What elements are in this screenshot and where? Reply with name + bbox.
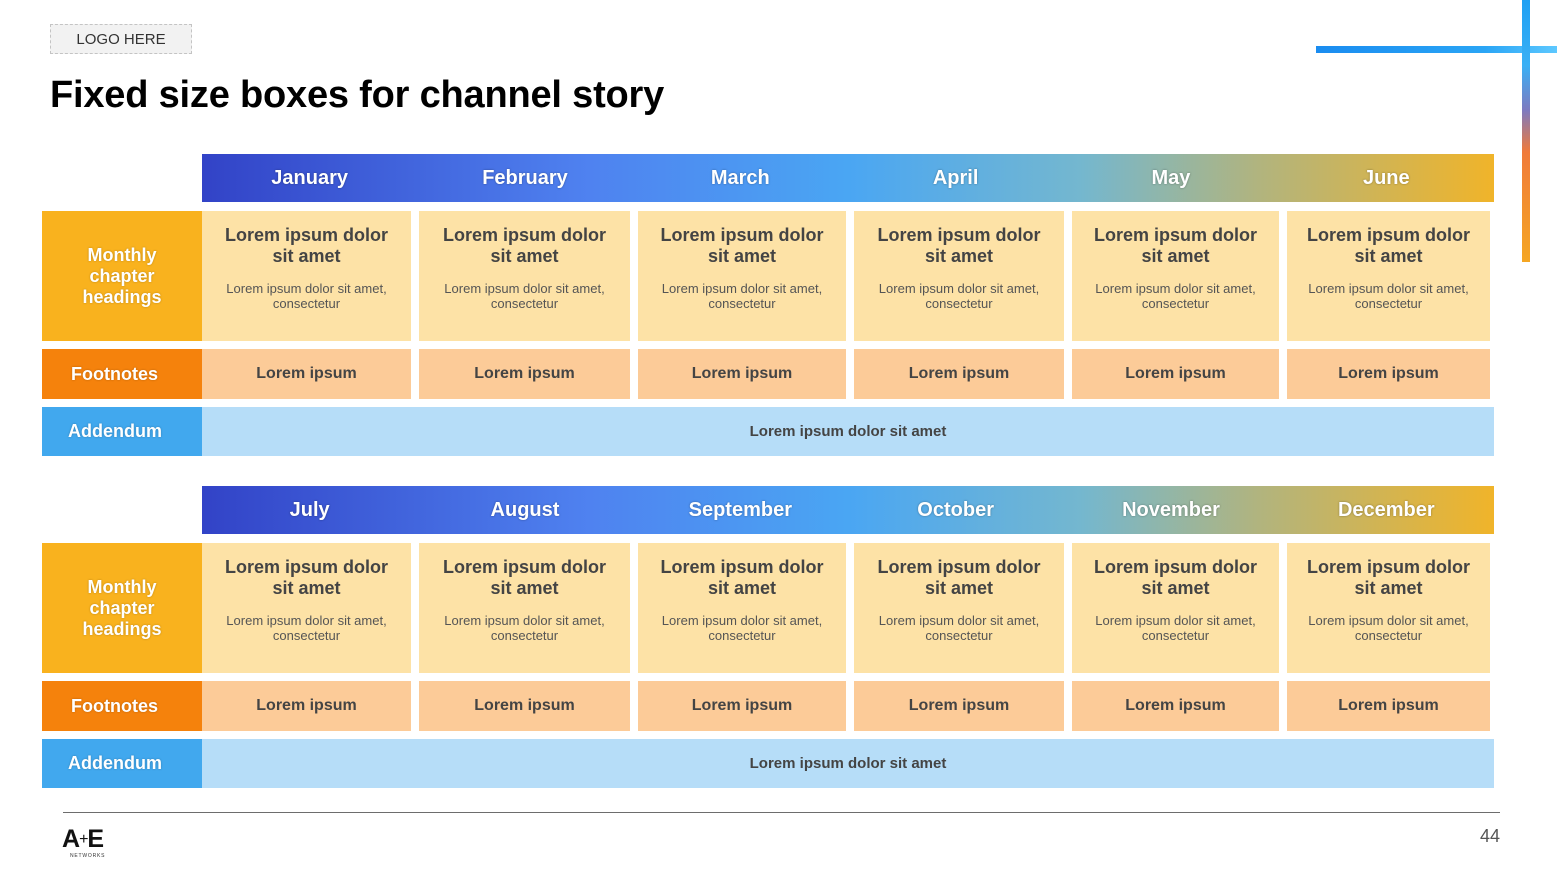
chapter-cell: Lorem ipsum dolor sit amet Lorem ipsum d… [1287,211,1490,341]
chapter-heading: Lorem ipsum dolor sit amet [1093,557,1257,598]
accent-line-vertical [1522,0,1530,262]
chapter-subtext: Lorem ipsum dolor sit amet, consectetur [226,613,387,643]
chapter-heading: Lorem ipsum dolor sit amet [442,557,606,598]
brand-mark-a: A [62,825,80,853]
chapter-heading: Lorem ipsum dolor sit amet [224,557,388,598]
month-label: December [1337,498,1435,521]
chapter-cell: Lorem ipsum dolor sit amet Lorem ipsum d… [202,211,411,341]
chapter-heading: Lorem ipsum dolor sit amet [1306,225,1470,266]
chapter-subtext: Lorem ipsum dolor sit amet, consectetur [444,613,605,643]
chapter-cell: Lorem ipsum dolor sit amet Lorem ipsum d… [638,211,846,341]
page-number: 44 [1479,826,1500,846]
chapter-subtext: Lorem ipsum dolor sit amet, consectetur [444,281,605,311]
chapter-heading: Lorem ipsum dolor sit amet [1306,557,1470,598]
footnote-cell: Lorem ipsum [1287,681,1490,731]
brand-mark: A+E [62,826,118,853]
month-label: April [932,166,979,189]
chapter-cell: Lorem ipsum dolor sit amet Lorem ipsum d… [419,211,630,341]
chapter-subtext: Lorem ipsum dolor sit amet, consectetur [1095,613,1256,643]
chapter-cell: Lorem ipsum dolor sit amet Lorem ipsum d… [202,543,411,673]
chapter-subtext: Lorem ipsum dolor sit amet, consectetur [1095,281,1256,311]
month-label: September [688,498,792,521]
row-label-footnotes: Footnotes [42,349,202,399]
footnote-cell: Lorem ipsum [202,681,411,731]
chapter-heading: Lorem ipsum dolor sit amet [442,225,606,266]
row-label-text: Monthly chapter headings [82,576,162,639]
footnote-cell: Lorem ipsum [419,681,630,731]
chapter-heading: Lorem ipsum dolor sit amet [877,225,1041,266]
row-label-addendum: Addendum [42,407,202,456]
accent-line-horizontal [1316,46,1557,53]
footnote-cell: Lorem ipsum [1287,349,1490,399]
addendum-bar: Lorem ipsum dolor sit amet [202,739,1494,788]
chapter-row: Lorem ipsum dolor sit amet Lorem ipsum d… [202,543,1494,673]
chapter-cell: Lorem ipsum dolor sit amet Lorem ipsum d… [854,211,1064,341]
month-label: February [482,166,568,189]
footnote-cell: Lorem ipsum [854,681,1064,731]
footnote-cell: Lorem ipsum [202,349,411,399]
addendum-bar: Lorem ipsum dolor sit amet [202,407,1494,456]
chapter-cell: Lorem ipsum dolor sit amet Lorem ipsum d… [854,543,1064,673]
months-header: July August September October November D… [202,486,1494,534]
footnote-cell: Lorem ipsum [1072,349,1279,399]
footnotes-row: Lorem ipsum Lorem ipsum Lorem ipsum Lore… [202,681,1494,731]
month-label: January [271,166,349,189]
row-label-footnotes: Footnotes [42,681,202,731]
chapter-subtext: Lorem ipsum dolor sit amet, consectetur [1308,281,1469,311]
chapter-cell: Lorem ipsum dolor sit amet Lorem ipsum d… [638,543,846,673]
footnote-cell: Lorem ipsum [638,681,846,731]
chapter-heading: Lorem ipsum dolor sit amet [660,225,824,266]
footnote-cell: Lorem ipsum [638,349,846,399]
chapter-subtext: Lorem ipsum dolor sit amet, consectetur [226,281,387,311]
chapter-subtext: Lorem ipsum dolor sit amet, consectetur [661,281,823,311]
chapter-cell: Lorem ipsum dolor sit amet Lorem ipsum d… [1287,543,1490,673]
month-label: March [710,166,770,189]
chapter-cell: Lorem ipsum dolor sit amet Lorem ipsum d… [1072,211,1279,341]
brand-logo: A+E NETWORKS [62,826,118,860]
chapter-heading: Lorem ipsum dolor sit amet [1093,225,1257,266]
row-label-text: Monthly chapter headings [82,244,162,307]
month-label: May [1151,166,1191,189]
logo-placeholder: LOGO HERE [50,24,192,54]
slide-title: Fixed size boxes for channel story [50,74,665,116]
chapter-subtext: Lorem ipsum dolor sit amet, consectetur [661,613,823,643]
chapter-subtext: Lorem ipsum dolor sit amet, consectetur [1308,613,1469,643]
row-label-chapter: Monthly chapter headings [42,543,202,673]
chapter-heading: Lorem ipsum dolor sit amet [877,557,1041,598]
month-label: June [1362,166,1410,189]
chapter-row: Lorem ipsum dolor sit amet Lorem ipsum d… [202,211,1494,341]
brand-subtext: NETWORKS [70,853,106,859]
chapter-cell: Lorem ipsum dolor sit amet Lorem ipsum d… [1072,543,1279,673]
brand-mark-plus: + [79,831,88,848]
month-label: July [289,498,330,521]
month-label: October [917,498,994,521]
chapter-cell: Lorem ipsum dolor sit amet Lorem ipsum d… [419,543,630,673]
footer-divider [63,812,1500,813]
row-label-addendum: Addendum [42,739,202,788]
months-header: January February March April May June [202,154,1494,202]
month-label: November [1122,498,1220,521]
footnote-cell: Lorem ipsum [419,349,630,399]
footnote-cell: Lorem ipsum [1072,681,1279,731]
month-label: August [490,498,560,521]
footnotes-row: Lorem ipsum Lorem ipsum Lorem ipsum Lore… [202,349,1494,399]
brand-mark-e: E [87,825,104,853]
footnote-cell: Lorem ipsum [854,349,1064,399]
chapter-heading: Lorem ipsum dolor sit amet [224,225,388,266]
chapter-subtext: Lorem ipsum dolor sit amet, consectetur [878,613,1040,643]
row-label-chapter: Monthly chapter headings [42,211,202,341]
chapter-subtext: Lorem ipsum dolor sit amet, consectetur [878,281,1040,311]
chapter-heading: Lorem ipsum dolor sit amet [660,557,824,598]
